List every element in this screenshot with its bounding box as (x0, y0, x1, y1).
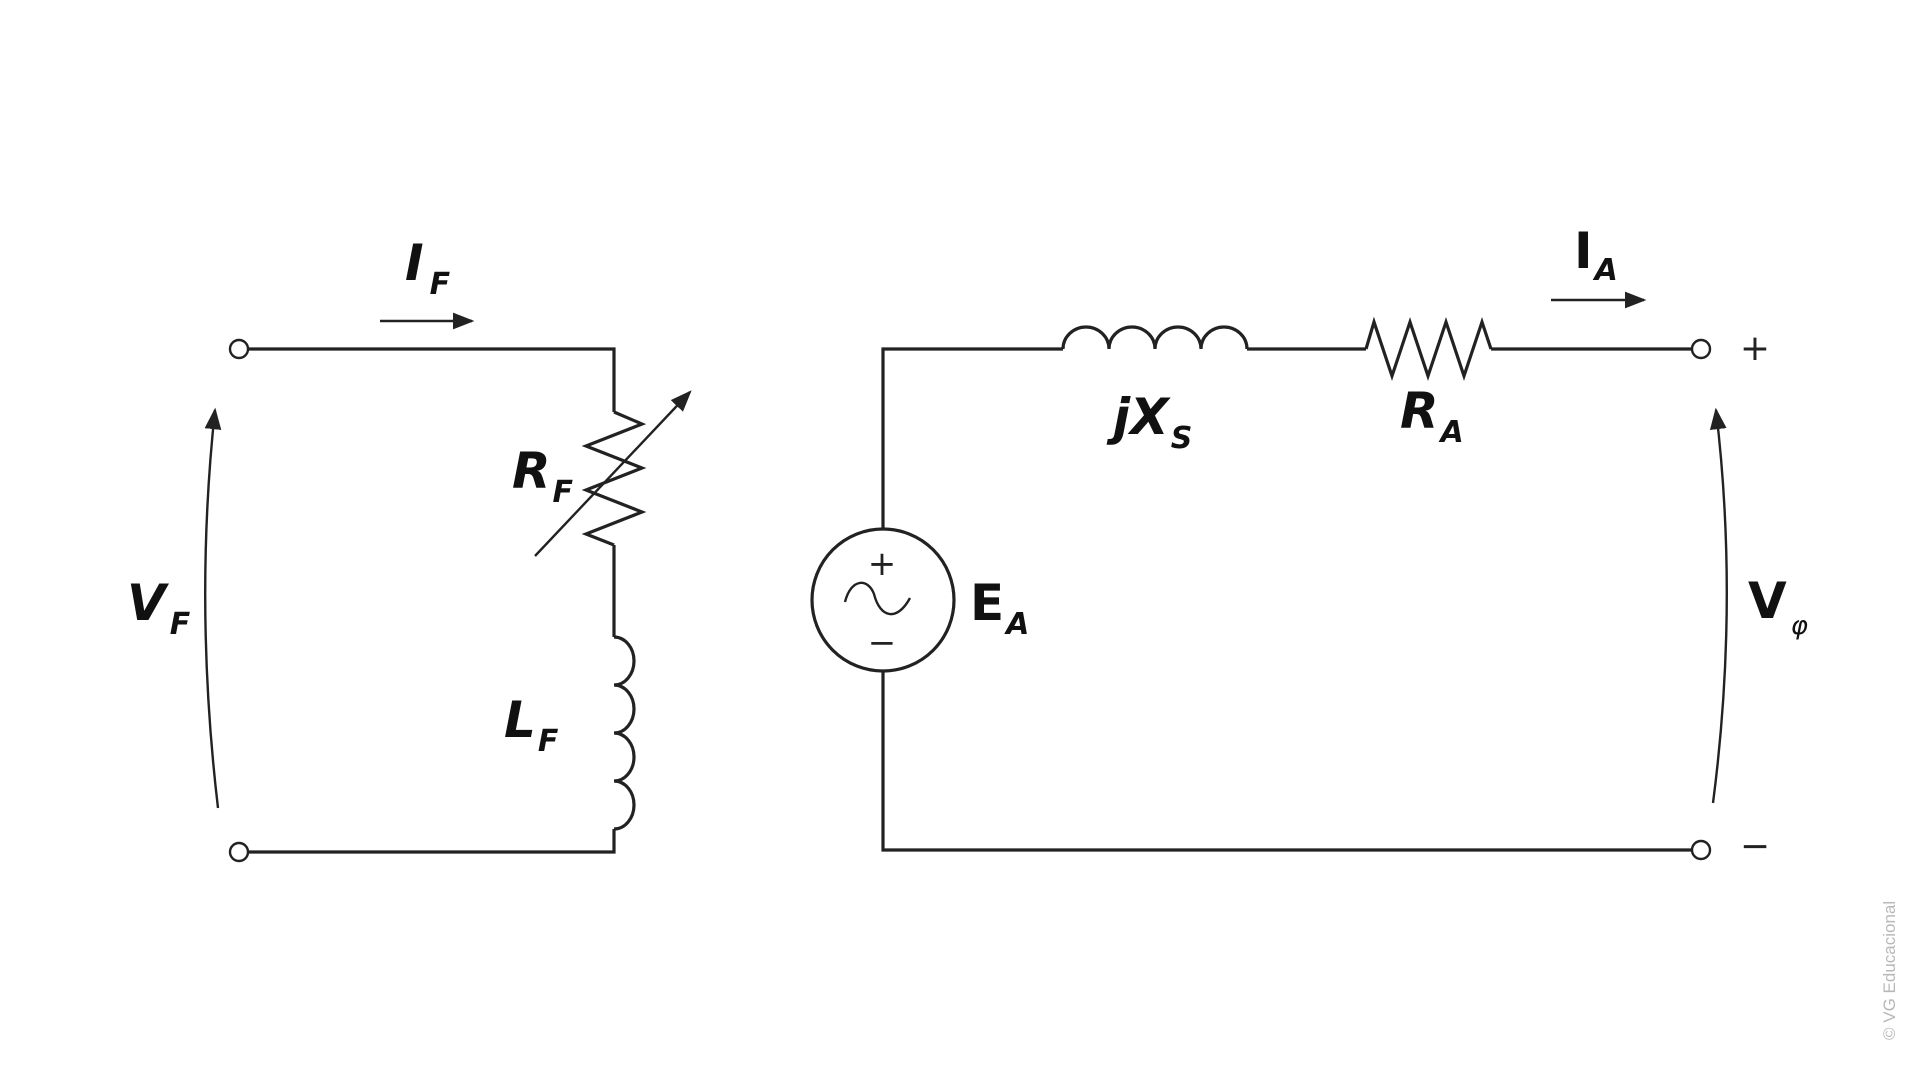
output-minus-sign: − (1740, 826, 1770, 867)
output-terminal-positive (1690, 338, 1712, 360)
field-resistor-label: RF (512, 442, 574, 510)
field-resistor (581, 410, 647, 547)
copyright-watermark: © VG Educacional (1880, 900, 1899, 1040)
output-voltage-arrow (1709, 407, 1728, 804)
reactance-label: jXS (1106, 388, 1192, 456)
armature-top-left-wire (881, 347, 1063, 529)
armature-resistor-label: RA (1400, 382, 1464, 450)
synchronous-reactance-inductor (1061, 325, 1249, 350)
field-voltage-arrow (204, 407, 222, 809)
ac-source-sine-icon (843, 581, 912, 616)
output-plus-sign: + (1740, 328, 1770, 369)
ac-voltage-source (810, 527, 956, 673)
field-terminal-bottom (228, 841, 250, 863)
output-terminal-negative (1690, 839, 1712, 861)
armature-resistor (1364, 316, 1493, 382)
ac-source-plus-sign: + (868, 544, 897, 584)
field-top-wire (246, 347, 616, 412)
field-terminal-top (228, 338, 250, 360)
field-inductor (613, 635, 636, 831)
armature-current-label: IA (1574, 222, 1618, 288)
armature-bottom-wire (881, 671, 1692, 852)
field-bottom-wire (246, 829, 616, 854)
source-emf-label: EA (970, 574, 1029, 642)
field-inductor-label: LF (504, 691, 559, 759)
ac-source-minus-sign: − (868, 623, 897, 663)
variable-resistor-arrow (534, 390, 692, 557)
